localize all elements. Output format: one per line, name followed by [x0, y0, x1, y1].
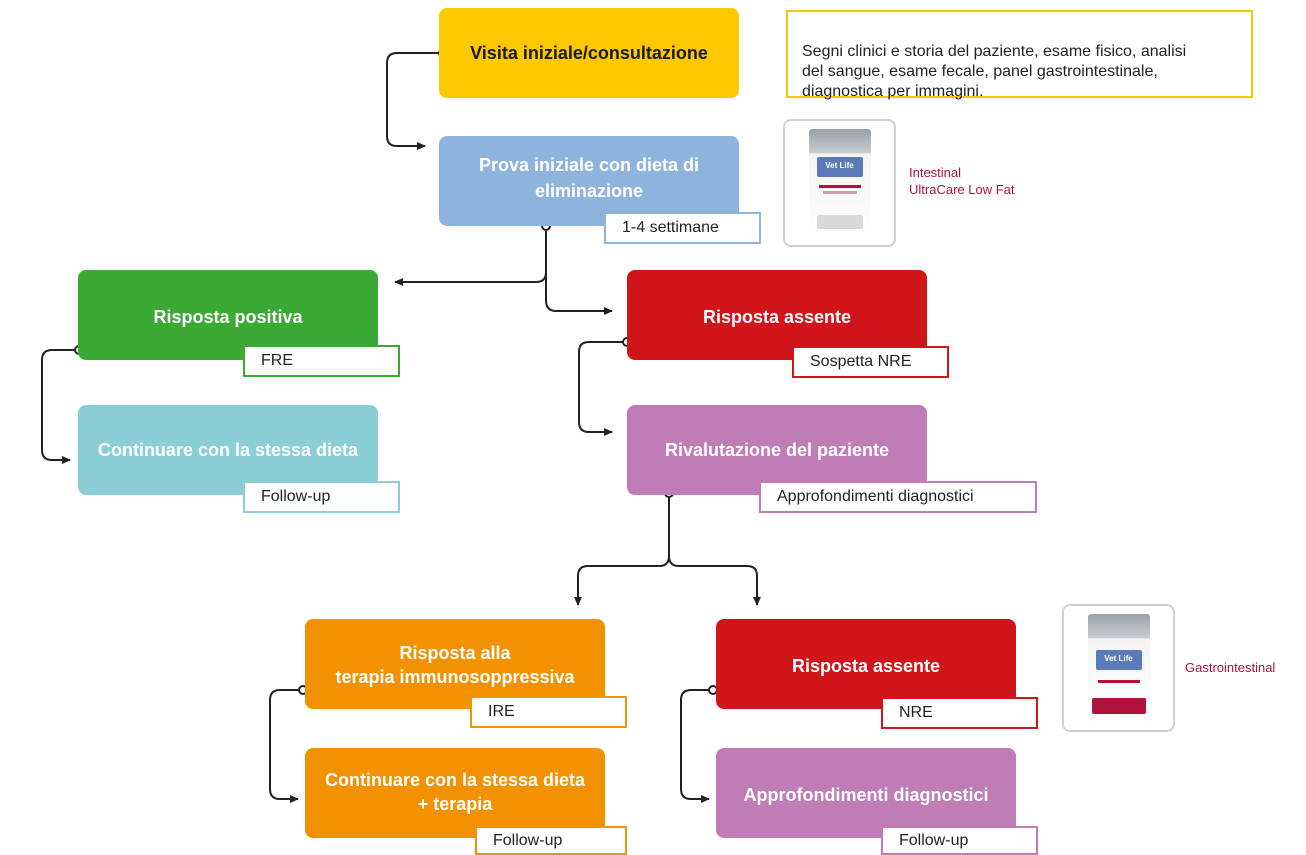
info-box-text: Segni clinici e storia del paziente, esa… — [802, 43, 1187, 100]
product-brand: Vet Life — [825, 161, 854, 170]
tag-label: Sospetta NRE — [810, 353, 912, 370]
node-continuare-dieta: Continuare con la stessa dieta — [78, 405, 378, 495]
node-label: Approfondimenti diagnostici — [743, 785, 989, 805]
tag-follow-up-2: Follow-up — [475, 826, 627, 855]
product-brand: Vet Life — [1104, 654, 1133, 663]
node-prova-dieta: Prova iniziale con dieta di eliminazione — [439, 136, 739, 226]
tag-label: 1-4 settimane — [622, 219, 719, 236]
arrow-prova-positiva — [394, 226, 547, 286]
node-rivalutazione: Rivalutazione del paziente — [627, 405, 927, 495]
arrow-assente2-approfondimenti — [680, 689, 713, 803]
tag-label: FRE — [261, 352, 293, 369]
product-label-gastrointestinal: Gastrointestinal — [1185, 660, 1276, 675]
arrow-prova-assente — [545, 260, 613, 315]
node-risposta-terapia: Risposta alla terapia immunosoppressiva — [305, 619, 605, 709]
product-card-gastrointestinal: Vet Life — [1062, 604, 1175, 732]
tag-sospetta-nre: Sospetta NRE — [792, 346, 949, 378]
node-label: Continuare con la stessa dieta — [97, 440, 359, 460]
product-bag-icon: Vet Life — [808, 129, 871, 237]
tag-label: Follow-up — [261, 488, 331, 505]
arrow-rivalutazione-split — [574, 493, 670, 606]
tag-label: Approfondimenti diagnostici — [777, 488, 974, 505]
node-label: Risposta assente — [702, 307, 852, 327]
arrow-split-assente2 — [668, 555, 761, 606]
product-bag-icon: Vet Life — [1087, 614, 1150, 722]
node-label: Continuare con la stessa dieta + terapia — [324, 770, 586, 814]
tag-nre: NRE — [881, 697, 1038, 729]
tag-follow-up-1: Follow-up — [243, 481, 400, 513]
arrow-positiva-continuare — [41, 349, 79, 464]
node-visita-iniziale: Visita iniziale/consultazione — [439, 8, 739, 98]
tag-ire: IRE — [470, 696, 627, 728]
arrow-terapia-continuare2 — [269, 689, 303, 803]
node-label: Rivalutazione del paziente — [664, 440, 890, 460]
tag-label: IRE — [488, 703, 515, 720]
info-box: Segni clinici e storia del paziente, esa… — [786, 10, 1253, 100]
node-approfondimenti: Approfondimenti diagnostici — [716, 748, 1016, 838]
node-risposta-assente-1: Risposta assente — [627, 270, 927, 360]
tag-label: Follow-up — [493, 831, 563, 849]
node-label: Risposta assente — [791, 656, 941, 676]
node-label: Prova iniziale con dieta di eliminazione — [478, 155, 700, 201]
tag-label: NRE — [899, 704, 933, 721]
tag-follow-up-3: Follow-up — [881, 826, 1038, 855]
arrow-assente-rivalutazione — [578, 341, 627, 436]
tag-1-4-settimane: 1-4 settimane — [604, 212, 761, 244]
node-label: Visita iniziale/consultazione — [470, 43, 708, 63]
node-risposta-assente-2: Risposta assente — [716, 619, 1016, 709]
tag-approfondimenti-diagnostici: Approfondimenti diagnostici — [759, 481, 1037, 513]
tag-label: Follow-up — [899, 831, 969, 849]
node-continuare-terapia: Continuare con la stessa dieta + terapia — [305, 748, 605, 838]
tag-fre: FRE — [243, 345, 400, 377]
node-label: Risposta alla terapia immunosoppressiva — [335, 643, 575, 687]
node-label: Risposta positiva — [153, 307, 303, 327]
arrow-visita-prova — [386, 52, 443, 150]
product-label-intestinal: Intestinal UltraCare Low Fat — [909, 165, 1015, 197]
product-card-intestinal: Vet Life — [783, 119, 896, 247]
